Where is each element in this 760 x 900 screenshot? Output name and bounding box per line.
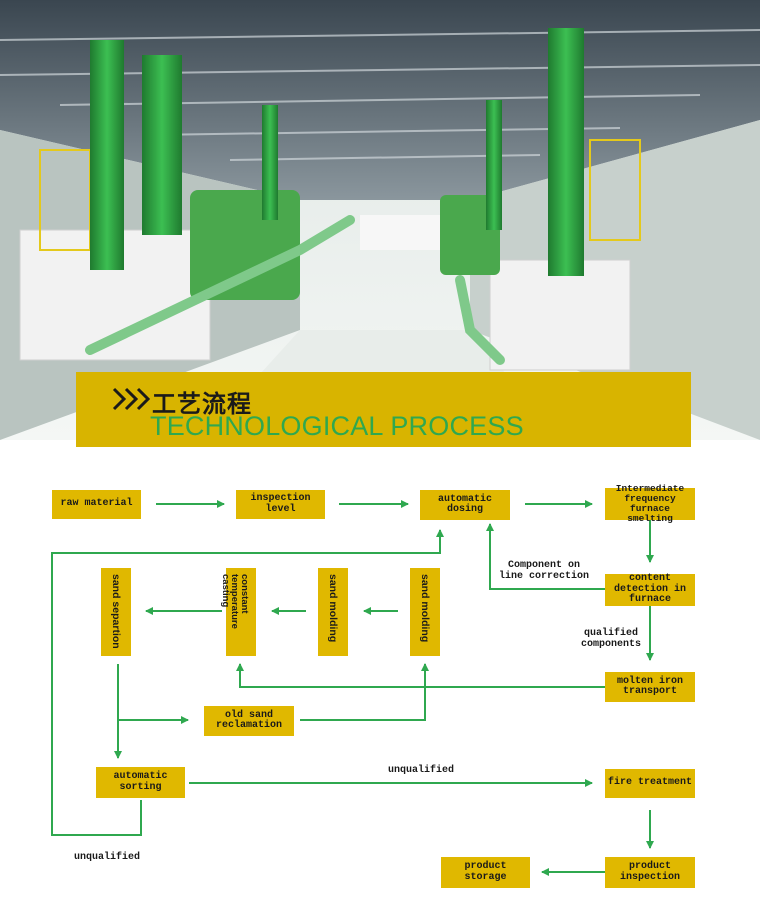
- step-constant-temperature-casting: constant temperature casting: [220, 568, 256, 656]
- arrow-molten-to-casting: [236, 663, 605, 688]
- step-sand-molding-1-label: sand molding: [327, 574, 339, 643]
- step-automatic-sorting: automatic sorting: [96, 767, 185, 798]
- step-content-detection: content detection in furnace: [605, 574, 695, 606]
- step-inspection-level: inspection level: [236, 490, 325, 519]
- arrow-oldsand-to-molding2: [300, 663, 429, 721]
- section-banner: [76, 372, 691, 447]
- banner-title-english: TECHNOLOGICAL PROCESS: [150, 411, 524, 441]
- step-product-storage: product storage: [441, 857, 530, 888]
- arrow-correction-to-dosing: [486, 523, 605, 590]
- banner-title-chinese: 工艺流程: [152, 390, 252, 418]
- arrow-sorting-loop-to-dosing: [51, 529, 444, 836]
- step-molten-iron-transport: molten iron transport: [605, 672, 695, 702]
- step-sand-separation-label: sand separtion: [110, 574, 122, 649]
- step-sand-separation: sand separtion: [101, 568, 131, 656]
- step-old-sand-reclamation: old sand reclamation: [204, 706, 294, 736]
- step-sand-molding-1: sand molding: [318, 568, 348, 656]
- label-qualified-components: qualified components: [580, 628, 641, 650]
- step-automatic-dosing: automatic dosing: [420, 490, 510, 520]
- step-product-inspection: product inspection: [605, 857, 695, 888]
- arrow-separation-to-oldsand: [117, 664, 189, 724]
- label-unqualified-sorting: unqualified: [387, 765, 454, 776]
- step-raw-material: raw material: [52, 490, 141, 519]
- label-unqualified-loop: unqualified: [73, 852, 140, 863]
- step-sand-molding-2-label: sand molding: [419, 574, 431, 643]
- label-component-correction: Component on line correction: [498, 560, 589, 582]
- chevron-right-icon: [112, 387, 151, 411]
- step-casting-label: constant temperature casting: [220, 574, 250, 629]
- step-fire-treatment: fire treatment: [605, 769, 695, 798]
- step-sand-molding-2: sand molding: [410, 568, 440, 656]
- step-if-furnace-smelting: Intermediate frequency furnace smelting: [605, 484, 695, 523]
